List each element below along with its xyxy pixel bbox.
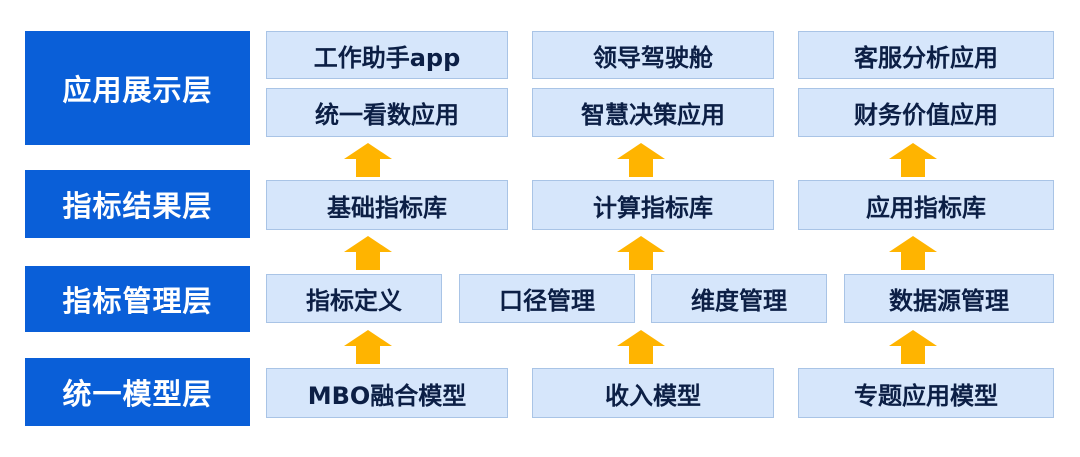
up-arrow-icon: [617, 330, 665, 364]
up-arrow-icon: [889, 330, 937, 364]
layer-metric-management: 指标管理层: [25, 266, 250, 332]
app-box-work-assistant: 工作助手app: [266, 31, 508, 79]
up-arrow-icon: [344, 143, 392, 177]
model-box-mbo-fusion: MBO融合模型: [266, 368, 508, 418]
up-arrow-icon: [889, 236, 937, 270]
layer-unified-model: 统一模型层: [25, 358, 250, 426]
result-box-base-metrics: 基础指标库: [266, 180, 508, 230]
up-arrow-icon: [617, 143, 665, 177]
app-box-finance-value: 财务价值应用: [798, 88, 1054, 137]
model-box-topic-application: 专题应用模型: [798, 368, 1054, 418]
manage-box-metric-definition: 指标定义: [266, 274, 442, 323]
app-box-leader-cockpit: 领导驾驶舱: [532, 31, 774, 79]
manage-box-caliber-management: 口径管理: [459, 274, 635, 323]
result-box-calc-metrics: 计算指标库: [532, 180, 774, 230]
up-arrow-icon: [344, 236, 392, 270]
layer-metric-result: 指标结果层: [25, 170, 250, 238]
app-box-unified-view: 统一看数应用: [266, 88, 508, 137]
model-box-revenue: 收入模型: [532, 368, 774, 418]
app-box-service-analysis: 客服分析应用: [798, 31, 1054, 79]
up-arrow-icon: [617, 236, 665, 270]
up-arrow-icon: [889, 143, 937, 177]
layer-app-display: 应用展示层: [25, 31, 250, 145]
manage-box-datasource-management: 数据源管理: [844, 274, 1054, 323]
app-box-smart-decision: 智慧决策应用: [532, 88, 774, 137]
manage-box-dimension-management: 维度管理: [651, 274, 827, 323]
result-box-app-metrics: 应用指标库: [798, 180, 1054, 230]
up-arrow-icon: [344, 330, 392, 364]
